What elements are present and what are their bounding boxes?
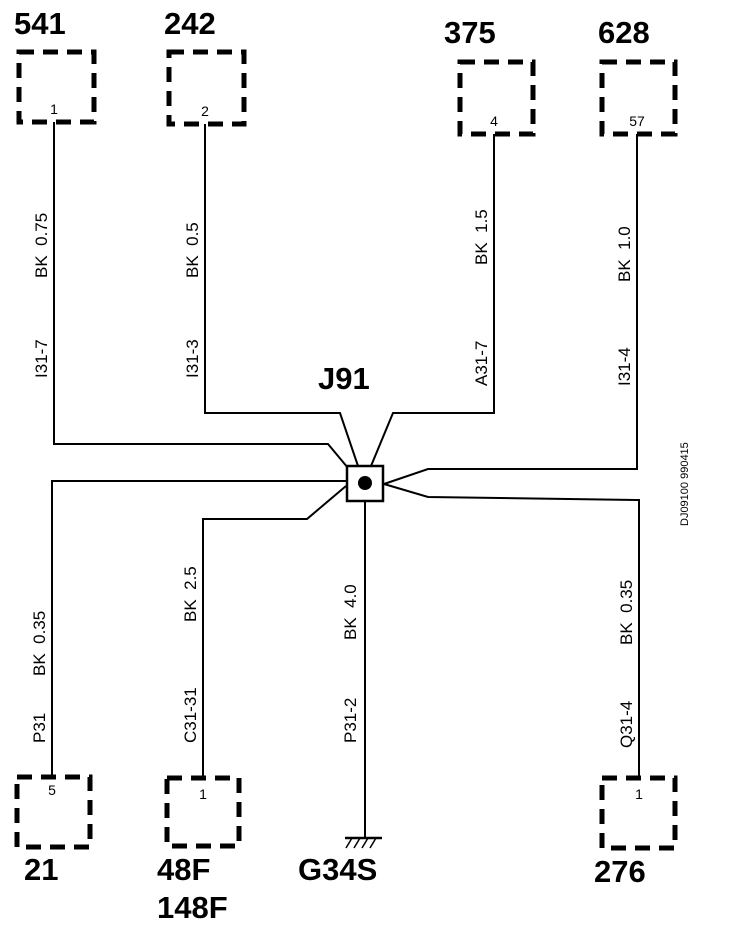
- document-id: DJ09100 990415: [679, 442, 691, 526]
- connector-box: [599, 775, 678, 851]
- ground-hatch-3: [361, 837, 369, 849]
- wire-48f: [202, 485, 347, 778]
- wire-spec-label: BK 1.0: [615, 226, 634, 282]
- ground-wire-labels: P31-2 BK 4.0: [341, 584, 360, 743]
- pin-number: 1: [635, 786, 643, 802]
- wire-spec-label: BK 2.5: [181, 566, 200, 622]
- wire-spec-label: BK 1.5: [472, 209, 491, 265]
- pin-number: 57: [629, 113, 645, 129]
- wire-spec-label: BK 0.35: [617, 580, 636, 645]
- connector-number: 242: [164, 6, 216, 41]
- wire-spec-label: BK 0.35: [30, 611, 49, 676]
- connector-number: 276: [594, 854, 646, 889]
- connector-box: [164, 775, 242, 849]
- wire-21: [51, 480, 346, 777]
- wire-628: [383, 134, 638, 485]
- connector-number: 628: [598, 15, 650, 50]
- pin-number: 5: [48, 782, 56, 798]
- pin-number: 1: [199, 786, 207, 802]
- connector-21[interactable]: 21 5 P31 BK 0.35: [14, 611, 93, 887]
- pin-number: 1: [50, 101, 58, 117]
- wire-id-label: C31-31: [181, 687, 200, 743]
- connector-box: [14, 774, 93, 850]
- wire-id-label: A31-7: [472, 341, 491, 386]
- wire-375: [370, 134, 495, 467]
- connector-box: [16, 49, 97, 125]
- connector-number: 541: [14, 6, 66, 41]
- pin-number: 4: [490, 113, 498, 129]
- connector-276[interactable]: 276 1 Q31-4 BK 0.35: [594, 580, 678, 889]
- splice-dot: [358, 476, 372, 490]
- wires: [51, 122, 640, 838]
- connector-541[interactable]: 541 1 I31-7 BK 0.75: [14, 6, 97, 378]
- connector-number: 48F: [157, 852, 210, 887]
- connector-box: [599, 59, 678, 137]
- connector-number-alt: 148F: [157, 890, 228, 925]
- wire-id-label: Q31-4: [617, 701, 636, 748]
- wire-id-label: P31-2: [341, 698, 360, 743]
- wire-541: [53, 122, 349, 469]
- wire-276: [383, 483, 640, 778]
- wire-id-label: I31-7: [32, 339, 51, 378]
- splice-j91[interactable]: J91: [318, 361, 385, 503]
- wire-id-label: I31-3: [183, 339, 202, 378]
- wire-242: [204, 124, 359, 467]
- connector-48f[interactable]: 48F 148F 1 C31-31 BK 2.5: [157, 566, 242, 925]
- connector-box: [457, 59, 536, 137]
- connector-box: [166, 49, 247, 127]
- wire-id-label: P31: [30, 713, 49, 743]
- ground-hatch-2: [353, 837, 361, 849]
- ground-label: G34S: [298, 852, 377, 887]
- connector-number: 375: [444, 15, 496, 50]
- connector-375[interactable]: 375 4 A31-7 BK 1.5: [444, 15, 536, 386]
- ground-hatch-1: [345, 837, 353, 849]
- splice-label: J91: [318, 361, 370, 396]
- connector-628[interactable]: 628 57 I31-4 BK 1.0: [598, 15, 678, 386]
- ground-hatch-4: [369, 837, 377, 849]
- wire-spec-label: BK 0.75: [32, 213, 51, 278]
- connector-number: 21: [24, 852, 58, 887]
- wire-spec-label: BK 4.0: [341, 584, 360, 640]
- connector-242[interactable]: 242 2 I31-3 BK 0.5: [164, 6, 247, 378]
- wire-spec-label: BK 0.5: [183, 222, 202, 278]
- pin-number: 2: [201, 103, 209, 119]
- wire-id-label: I31-4: [615, 347, 634, 386]
- ground-g34s[interactable]: G34S: [298, 836, 382, 887]
